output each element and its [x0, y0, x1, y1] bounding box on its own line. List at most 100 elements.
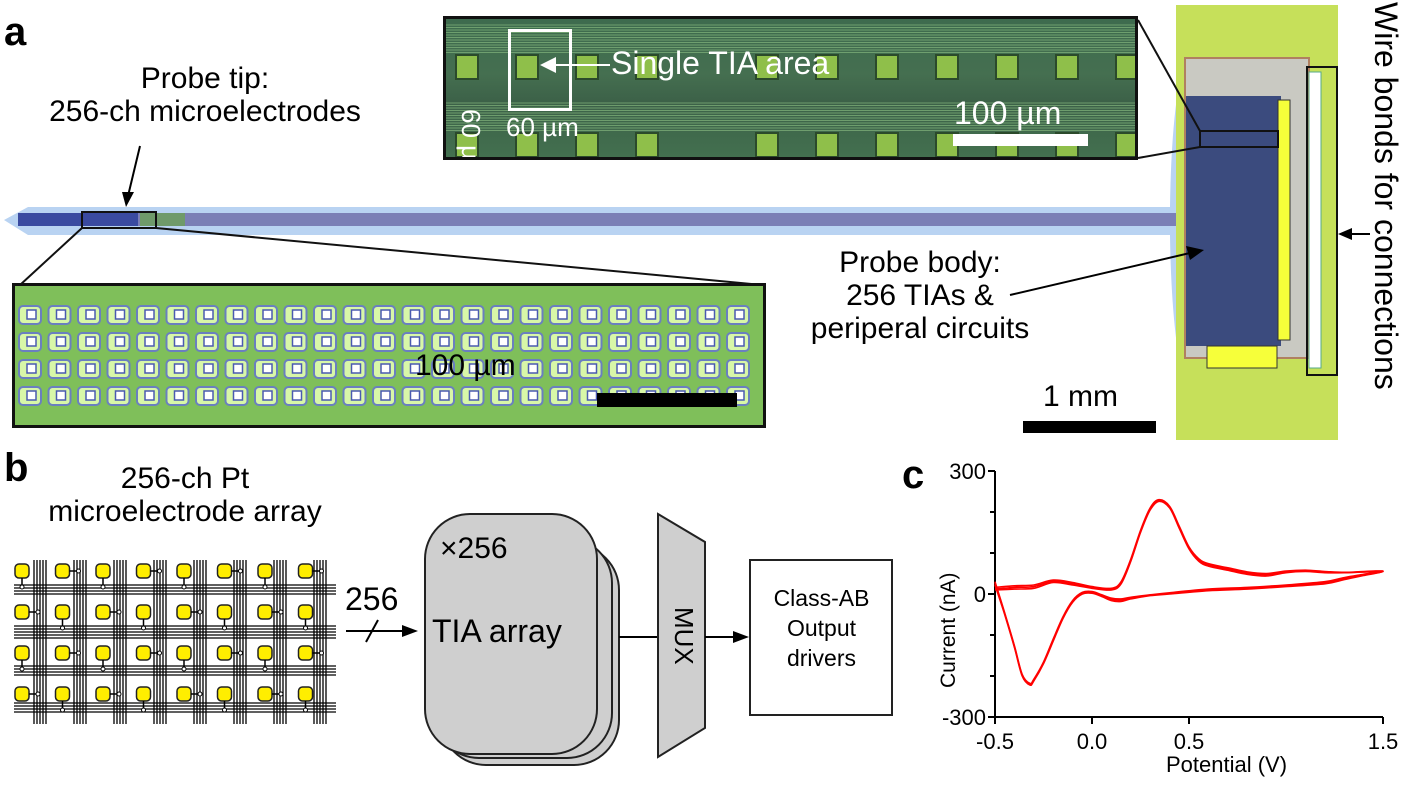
microelectrode-core — [55, 390, 67, 401]
microelectrode-core — [350, 390, 362, 401]
tia-pad — [455, 132, 479, 157]
microelectrode-core — [262, 336, 273, 347]
panel-c-label: c — [902, 453, 925, 497]
tia-micrograph-inset: 60 µm 60 µm Single TIA area 100 µm — [443, 16, 1138, 160]
microelectrode-core — [527, 390, 539, 401]
tia-count-label: ×256 — [440, 532, 508, 565]
microelectrode-core — [675, 336, 686, 347]
probe-body-line3: periperal circuits — [810, 312, 1030, 345]
microelectrode-core — [734, 309, 745, 320]
microelectrode-core — [321, 363, 332, 374]
microelectrode-core — [557, 390, 568, 401]
microelectrode-core — [645, 336, 657, 347]
microelectrode-core — [26, 336, 37, 347]
tia-pad — [815, 54, 839, 80]
single-tia-box — [508, 29, 572, 111]
via — [303, 707, 308, 713]
microelectrode-core — [380, 363, 391, 374]
microelectrode-core — [26, 363, 37, 374]
driver-line3: drivers — [786, 644, 856, 671]
via — [278, 609, 284, 615]
microelectrode-core — [262, 309, 273, 320]
microelectrode-core — [350, 363, 362, 374]
microelectrode-core — [350, 336, 362, 347]
microelectrode-core — [55, 363, 67, 374]
x-tick-label: 0.5 — [1174, 729, 1205, 754]
microelectrode-core — [85, 309, 96, 320]
scale-bar-1mm-label: 1 mm — [1043, 380, 1118, 413]
bottom-block — [1206, 345, 1278, 369]
microelectrode-core — [232, 390, 244, 401]
wire-bond-box — [1306, 66, 1338, 376]
via — [238, 650, 243, 656]
tia-pad — [1055, 54, 1079, 80]
microelectrode-core — [498, 336, 509, 347]
via — [100, 584, 106, 590]
array-title-line1: 256-ch Pt — [120, 462, 250, 495]
microelectrode-core — [616, 336, 627, 347]
bias-bar — [1277, 99, 1291, 341]
microelectrode-core — [468, 390, 480, 401]
mux-to-driver-arrowhead — [733, 631, 749, 643]
tia-pad — [815, 132, 839, 157]
tia-pad — [875, 54, 899, 80]
via — [319, 568, 324, 574]
microelectrode-core — [586, 309, 598, 320]
cv-series-cycle-3 — [994, 499, 1384, 686]
via — [197, 691, 203, 697]
via — [60, 625, 65, 631]
microelectrode-core — [114, 336, 126, 347]
probe-body-caption: Probe body: 256 TIAs & periperal circuit… — [770, 246, 1070, 345]
microelectrode-core — [232, 363, 244, 374]
y-tick-label: -300 — [942, 705, 986, 730]
microelectrode-core — [439, 336, 450, 347]
tia-card-front — [424, 513, 598, 755]
panel-a-label: a — [4, 10, 27, 54]
microelectrode-core — [468, 336, 480, 347]
electrode-scale-bar — [597, 393, 737, 407]
microelectrode-core — [350, 309, 362, 320]
microelectrode-core — [704, 336, 716, 347]
tia-pad — [935, 54, 959, 80]
microelectrode-core — [704, 363, 716, 374]
microelectrode-core — [409, 363, 421, 374]
microelectrode-core — [498, 363, 509, 374]
tia-dim-horizontal: 60 µm — [506, 112, 579, 142]
electrode-scale-bar-label: 100 µm — [415, 349, 516, 382]
microelectrode-core — [232, 336, 244, 347]
microelectrode-core — [734, 363, 745, 374]
tia-pad — [755, 132, 779, 157]
microelectrode-core — [468, 363, 480, 374]
microelectrode-core — [291, 309, 303, 320]
microelectrode-core — [645, 363, 657, 374]
microelectrode-core — [114, 390, 126, 401]
via — [116, 609, 122, 615]
via — [222, 625, 227, 631]
via — [181, 666, 187, 672]
microelectrode-core — [262, 390, 273, 401]
microelectrode-core — [144, 363, 155, 374]
tia-pad — [455, 54, 479, 80]
via — [157, 568, 162, 574]
microelectrode-core — [26, 309, 37, 320]
driver-line2: Output — [786, 614, 857, 641]
tia-pad — [515, 54, 539, 80]
microelectrode-core — [55, 336, 67, 347]
via — [222, 707, 227, 713]
via — [181, 584, 187, 590]
microelectrode-core — [291, 363, 303, 374]
tia-scale-bar-label: 100 µm — [954, 95, 1062, 131]
microelectrode-core — [616, 363, 627, 374]
microelectrode-core — [704, 309, 716, 320]
x-tick-label: 0.0 — [1077, 729, 1108, 754]
x-tick-label: 1.5 — [1368, 729, 1399, 754]
microelectrode-core — [203, 336, 214, 347]
microelectrode-core — [55, 309, 67, 320]
array-title-line2: microelectrode array — [48, 495, 322, 528]
microelectrode-core — [173, 336, 185, 347]
probe-shank-green — [140, 213, 185, 226]
via — [262, 666, 268, 672]
via — [157, 650, 162, 656]
